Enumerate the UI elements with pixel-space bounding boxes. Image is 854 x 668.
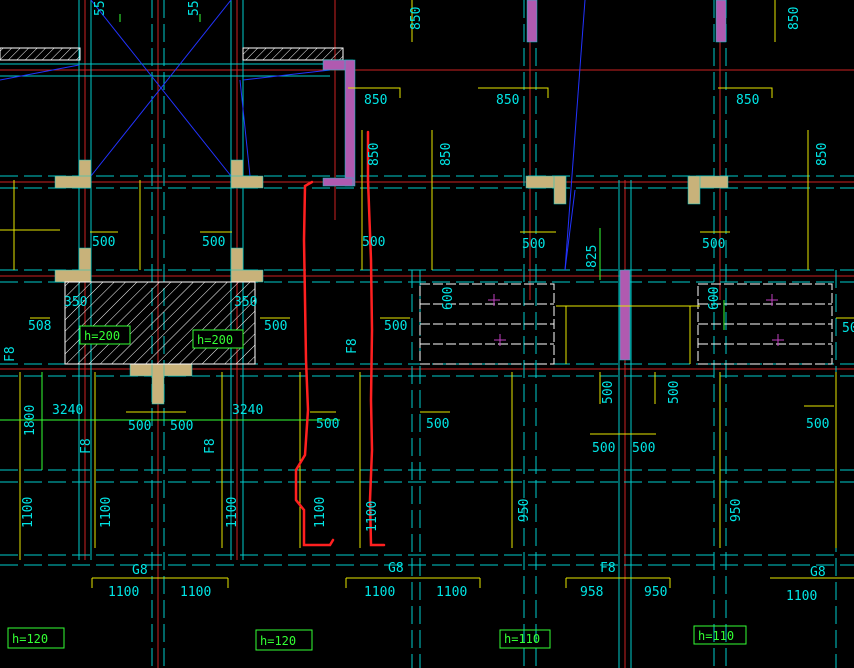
box-grid-left <box>419 283 555 365</box>
label-g8-b: G8 <box>388 561 404 576</box>
dim-1100-v-b: 1100 <box>99 497 114 528</box>
dim-500-11: 500 <box>316 417 339 432</box>
dim-500-8: 500 <box>842 321 854 336</box>
thickness-h120-a: h=120 <box>12 632 48 646</box>
dim-500-7: 500 <box>384 319 407 334</box>
dim-3240-a: 3240 <box>52 403 83 418</box>
dim-500-2: 500 <box>202 235 225 250</box>
dimension-lines-yellow <box>0 0 854 588</box>
diagonal-lines-blue <box>0 0 586 271</box>
dim-600-a: 600 <box>441 287 456 310</box>
label-f8-b: F8 <box>345 338 360 354</box>
dim-850-top-left: 850 <box>409 7 424 30</box>
dim-500-10: 500 <box>170 419 193 434</box>
dim-500-1: 500 <box>92 235 115 250</box>
thickness-h120-b: h=120 <box>260 634 296 648</box>
dim-850-top-right: 850 <box>787 7 802 30</box>
slab-label-left: h=200 <box>84 329 120 343</box>
dim-1100-v-c: 1100 <box>225 497 240 528</box>
hatched-beam-right <box>242 47 344 61</box>
box-grid-marks <box>488 294 784 346</box>
dim-500-9: 500 <box>128 419 151 434</box>
slab-label-box-left <box>79 325 131 345</box>
thickness-label-boxes <box>7 625 747 651</box>
dim-55-a: 55 <box>93 0 108 16</box>
thickness-h110-b: h=110 <box>698 629 734 643</box>
slab-label-box-right <box>192 329 244 349</box>
dim-958: 958 <box>580 585 603 600</box>
dim-500-v-a: 500 <box>601 381 616 404</box>
slab-label-right: h=200 <box>197 333 233 347</box>
dim-850-v-right: 850 <box>815 143 830 166</box>
dim-1100-h-c: 1100 <box>364 585 395 600</box>
hatched-beam-left <box>0 47 81 61</box>
thickness-h110-a: h=110 <box>504 632 540 646</box>
columns-magenta <box>322 0 727 361</box>
dim-500-12: 500 <box>426 417 449 432</box>
label-g8-a: G8 <box>132 563 148 578</box>
column-joints <box>54 159 729 405</box>
dim-350-b: 350 <box>234 295 257 310</box>
label-f8-d: F8 <box>203 438 218 454</box>
dim-1100-h-a: 1100 <box>108 585 139 600</box>
dim-850-h-b: 850 <box>496 93 519 108</box>
dim-1100-h-b: 1100 <box>180 585 211 600</box>
box-grid-right <box>697 283 833 365</box>
label-f8-a: F8 <box>3 346 18 362</box>
dim-500-13: 500 <box>592 441 615 456</box>
dim-3240-b: 3240 <box>232 403 263 418</box>
dim-500-6: 500 <box>264 319 287 334</box>
dim-950-h: 950 <box>644 585 667 600</box>
dim-1100-h-e: 1100 <box>786 589 817 604</box>
dim-950-v-b: 950 <box>729 499 744 522</box>
dimension-lines-green <box>0 14 725 470</box>
hatched-slab <box>64 281 256 365</box>
dim-1100-v-d: 1100 <box>313 497 328 528</box>
dim-1800: 1800 <box>23 405 38 436</box>
dim-825: 825 <box>585 245 600 268</box>
dim-500-14: 500 <box>632 441 655 456</box>
dim-600-b: 600 <box>707 287 722 310</box>
label-f8-c: F8 <box>79 438 94 454</box>
dim-1100-v-e: 1100 <box>365 501 380 532</box>
dim-1100-h-d: 1100 <box>436 585 467 600</box>
markup-red <box>294 130 386 547</box>
dim-850-v-left: 850 <box>439 143 454 166</box>
dim-500-15: 500 <box>806 417 829 432</box>
dim-850-h-c: 850 <box>736 93 759 108</box>
dim-350-a: 350 <box>64 295 87 310</box>
label-f8-e: F8 <box>600 561 616 576</box>
label-g8-c: G8 <box>810 565 826 580</box>
dim-850-h-a: 850 <box>364 93 387 108</box>
dim-500-4: 500 <box>522 237 545 252</box>
dim-950-v-a: 950 <box>517 499 532 522</box>
dim-500-v-b: 500 <box>667 381 682 404</box>
dim-850-v-mid: 850 <box>367 143 382 166</box>
dim-55-b: 55 <box>187 0 202 16</box>
dim-1100-v-a: 1100 <box>21 497 36 528</box>
dim-500-3: 500 <box>362 235 385 250</box>
dim-500-5: 500 <box>702 237 725 252</box>
dim-508: 508 <box>28 319 51 334</box>
